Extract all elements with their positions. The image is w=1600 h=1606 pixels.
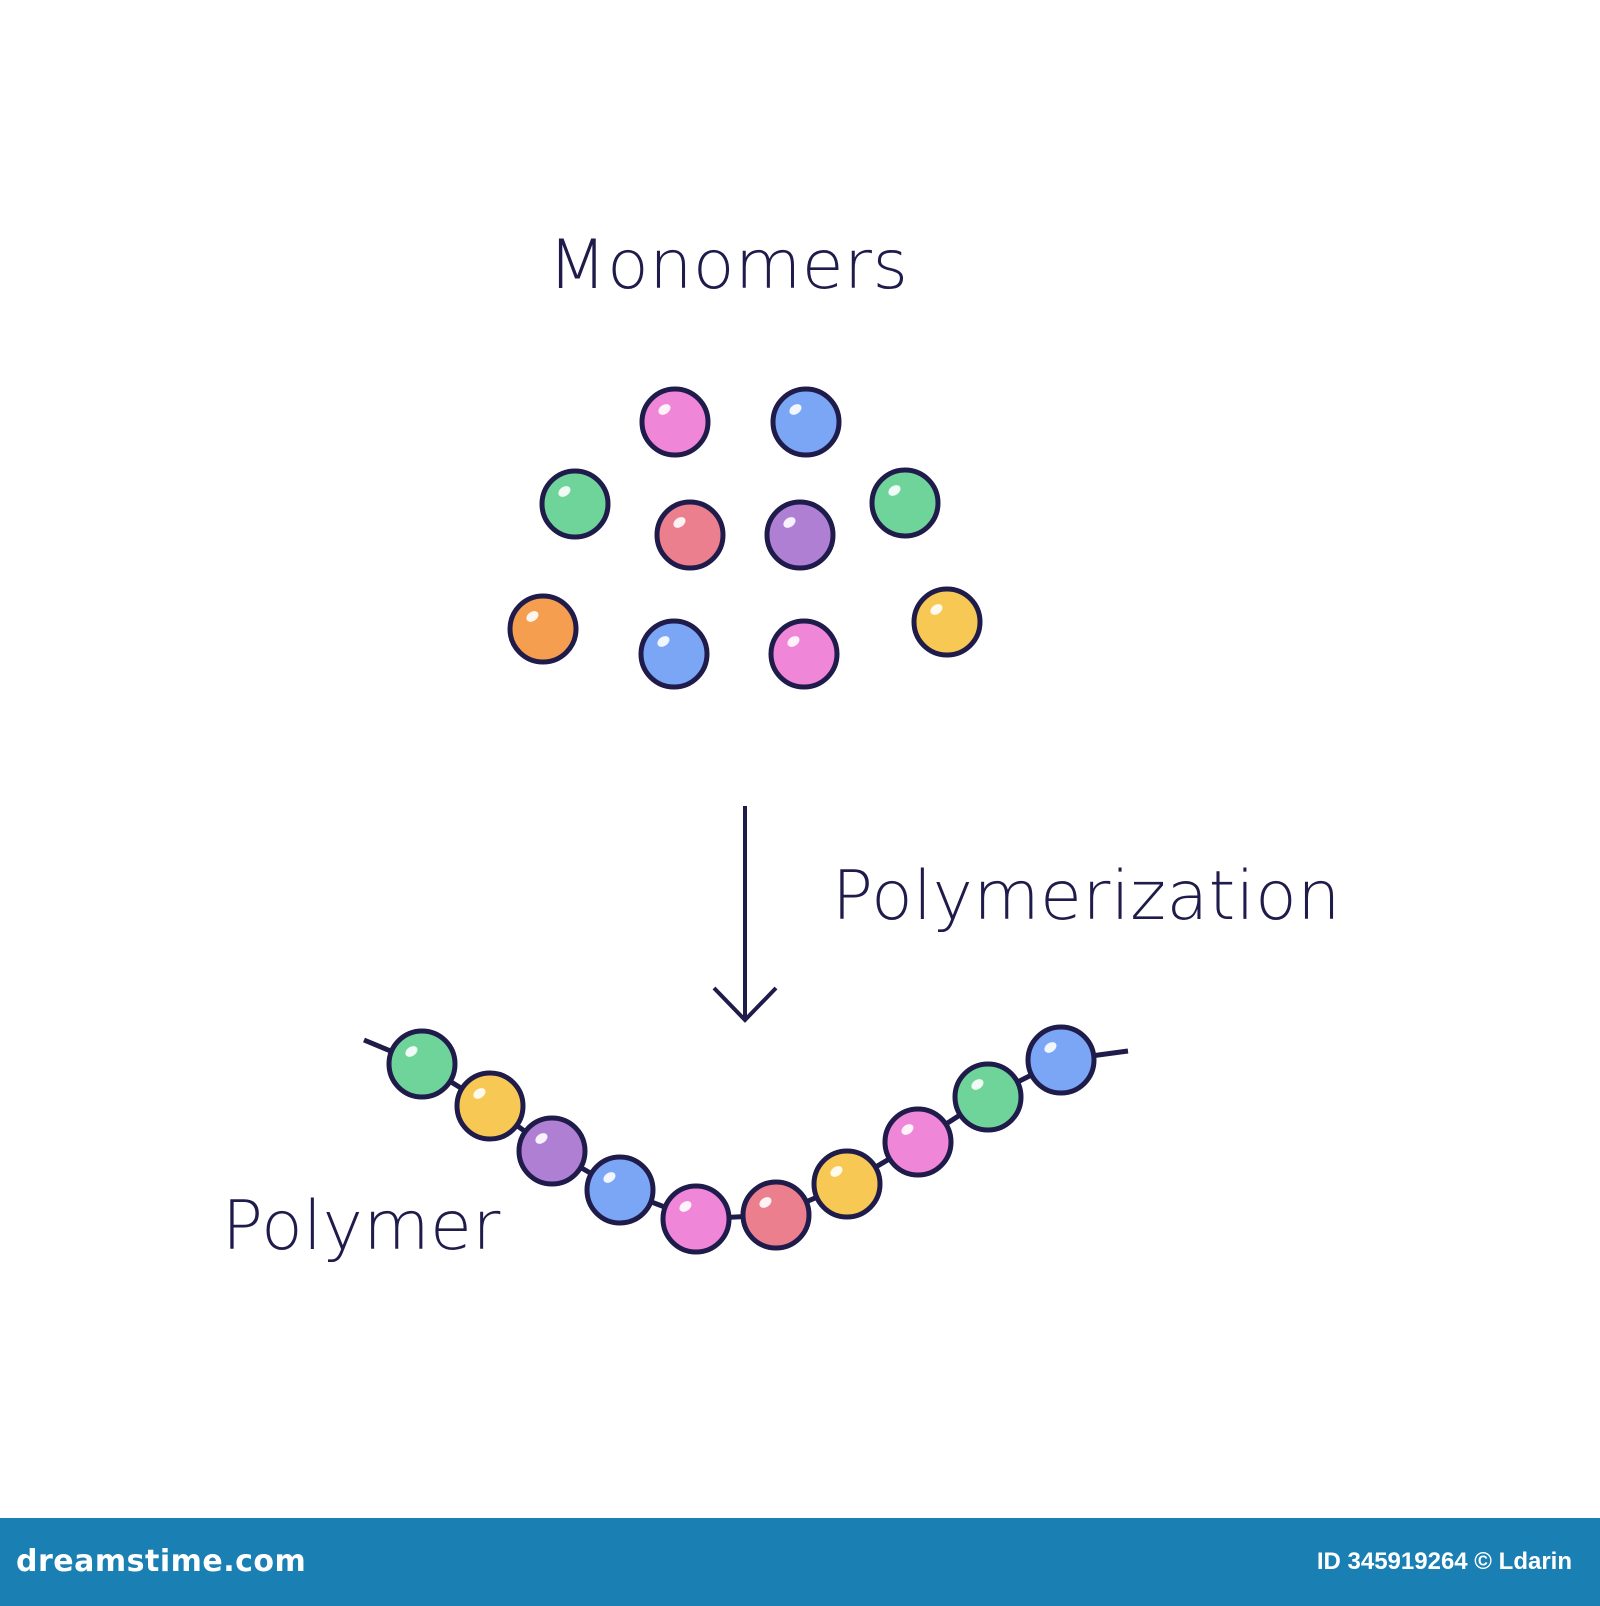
arrow-head (712, 986, 778, 1023)
polymer-chain (363, 1024, 1129, 1255)
polymerization-arrow (712, 806, 778, 1023)
polymer-bead-red (740, 1179, 812, 1251)
monomer-bead-red (654, 499, 726, 571)
monomer-bead-yellow (911, 586, 983, 658)
polymer-bead-pink (882, 1106, 954, 1178)
monomer-bead-green (539, 468, 611, 540)
polymer-bead-blue (1025, 1024, 1097, 1096)
monomer-bead-purple (764, 499, 836, 571)
footer-brand: dreamstime.com (16, 1544, 307, 1579)
polymer-bead-green (952, 1061, 1024, 1133)
monomer-bead-green (869, 467, 941, 539)
polymerization-label: Polymerization (832, 857, 1341, 936)
monomer-bead-blue (638, 618, 710, 690)
monomer-bead-orange (507, 593, 579, 665)
monomer-bead-pink (639, 386, 711, 458)
monomer-group (507, 386, 983, 690)
footer-credit: ID 345919264 © Ldarin (1316, 1548, 1572, 1575)
polymer-bead-purple (516, 1115, 588, 1187)
polymer-label: Polymer (222, 1187, 501, 1266)
polymer-bead-green (386, 1028, 458, 1100)
monomers-label: Monomers (548, 226, 909, 305)
footer-bar: dreamstime.com ID 345919264 © Ldarin (0, 1518, 1600, 1606)
polymer-bead-pink (660, 1183, 732, 1255)
polymer-bead-blue (584, 1154, 656, 1226)
polymer-bead-yellow (454, 1070, 526, 1142)
polymer-bead-yellow (811, 1148, 883, 1220)
monomer-bead-pink (768, 618, 840, 690)
monomer-bead-blue (770, 386, 842, 458)
